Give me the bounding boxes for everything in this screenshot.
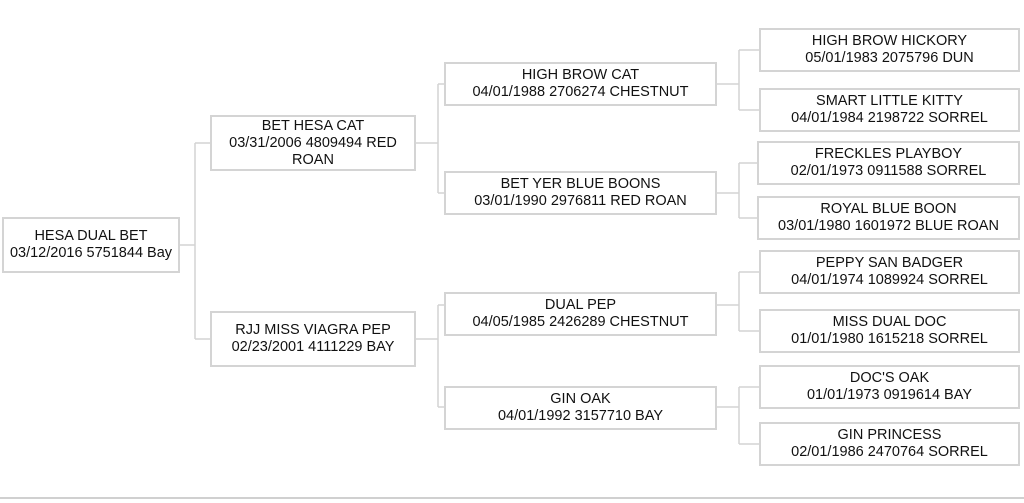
horse-sire-dam[interactable]: BET YER BLUE BOONS 03/01/1990 2976811 RE… [444,171,717,215]
horse-name: SMART LITTLE KITTY [816,93,963,109]
connector-dam-dam [717,386,759,445]
horse-sd-sire[interactable]: FRECKLES PLAYBOY 02/01/1973 0911588 SORR… [757,141,1020,185]
horse-dd-sire[interactable]: DOC'S OAK 01/01/1973 0919614 BAY [759,365,1020,409]
horse-ds-sire[interactable]: PEPPY SAN BADGER 04/01/1974 1089924 SORR… [759,250,1020,294]
horse-ss-dam[interactable]: SMART LITTLE KITTY 04/01/1984 2198722 SO… [759,88,1020,132]
connector-sire [416,83,444,194]
connector-sire-dam [717,162,757,219]
connector-dam [416,304,444,408]
horse-ss-sire[interactable]: HIGH BROW HICKORY 05/01/1983 2075796 DUN [759,28,1020,72]
horse-name: PEPPY SAN BADGER [815,255,964,271]
horse-ds-dam[interactable]: MISS DUAL DOC 01/01/1980 1615218 SORREL [759,309,1020,353]
horse-details: 02/01/1986 2470764 SORREL [791,444,988,460]
horse-name: FRECKLES PLAYBOY [814,146,963,162]
horse-name: HESA DUAL BET [34,228,148,244]
horse-details: 02/01/1973 0911588 SORREL [790,163,987,179]
horse-details: 01/01/1980 1615218 SORREL [791,331,988,347]
horse-name: BET YER BLUE BOONS [500,176,661,192]
horse-sire-sire[interactable]: HIGH BROW CAT 04/01/1988 2706274 CHESTNU… [444,62,717,106]
horse-sire[interactable]: BET HESA CAT 03/31/2006 4809494 RED ROAN [210,115,416,171]
connector-sire-sire [717,49,759,111]
horse-name: MISS DUAL DOC [832,314,947,330]
horse-dam-sire[interactable]: DUAL PEP 04/05/1985 2426289 CHESTNUT [444,292,717,336]
divider [0,497,1024,499]
horse-name: HIGH BROW HICKORY [811,33,968,49]
horse-details: 04/01/1992 3157710 BAY [497,408,663,424]
horse-details: 01/01/1973 0919614 BAY [806,387,972,403]
horse-name: RJJ MISS VIAGRA PEP [235,322,391,338]
horse-details: 04/01/1974 1089924 SORREL [791,272,988,288]
horse-details: 03/01/1980 1601972 BLUE ROAN [778,218,999,234]
horse-name: ROYAL BLUE BOON [820,201,957,217]
horse-details: 03/12/2016 5751844 Bay [9,245,173,261]
horse-name: GIN OAK [550,391,611,407]
horse-name: HIGH BROW CAT [521,67,640,83]
horse-details: 02/23/2001 4111229 BAY [231,339,395,355]
connector-subject [180,142,210,340]
horse-details: 05/01/1983 2075796 DUN [805,50,974,66]
horse-details: 03/01/1990 2976811 RED ROAN [474,193,687,209]
horse-details: 03/31/2006 4809494 RED ROAN [229,134,397,168]
horse-name: DUAL PEP [544,297,617,313]
horse-sd-dam[interactable]: ROYAL BLUE BOON 03/01/1980 1601972 BLUE … [757,196,1020,240]
horse-dd-dam[interactable]: GIN PRINCESS 02/01/1986 2470764 SORREL [759,422,1020,466]
horse-name: GIN PRINCESS [837,427,942,443]
horse-details: 04/01/1984 2198722 SORREL [791,110,988,126]
horse-dam[interactable]: RJJ MISS VIAGRA PEP 02/23/2001 4111229 B… [210,311,416,367]
horse-dam-dam[interactable]: GIN OAK 04/01/1992 3157710 BAY [444,386,717,430]
connector-dam-sire [717,271,759,332]
horse-details: 04/05/1985 2426289 CHESTNUT [472,314,689,330]
horse-subject[interactable]: HESA DUAL BET 03/12/2016 5751844 Bay [2,217,180,273]
horse-name: BET HESA CAT [261,117,365,134]
horse-details: 04/01/1988 2706274 CHESTNUT [472,84,689,100]
horse-name: DOC'S OAK [849,370,930,386]
